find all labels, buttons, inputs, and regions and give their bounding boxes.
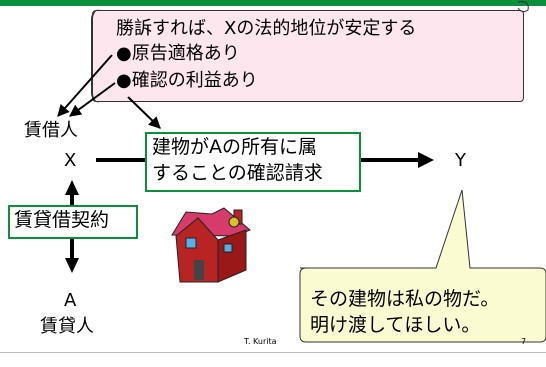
claim-arrowhead <box>418 152 434 168</box>
lessee-label: 賃借人 <box>24 120 78 141</box>
claim-line-2: することの確認請求 <box>152 162 323 184</box>
footer-page-number: 7 <box>521 337 527 346</box>
scroll-curl <box>91 9 107 103</box>
top-accent-bar <box>0 0 546 6</box>
speech-bubble <box>299 189 546 343</box>
claim-line-1: 建物がAの所有に属 <box>152 136 317 158</box>
contract-arrow-up <box>65 180 79 195</box>
arrow-to-claim <box>127 96 161 129</box>
contract-label: 賃貸借契約 <box>14 209 110 231</box>
contract-box <box>8 205 138 239</box>
footer-divider <box>0 352 546 353</box>
scroll-line-1: 勝訴すれば、Xの法的地位が安定する <box>116 18 417 39</box>
arrow-to-lessee-1 <box>57 54 113 117</box>
party-a-label: A <box>64 290 77 311</box>
contract-arrow-down <box>65 258 79 273</box>
claim-box <box>145 132 361 192</box>
party-x-label: X <box>64 150 77 171</box>
bubble-line-2: 明け渡してほしい。 <box>310 314 481 336</box>
scroll-line-3: ●確認の利益あり <box>116 70 258 91</box>
footer-author: T. Kurita <box>244 337 277 346</box>
scroll-curl-right <box>517 1 529 13</box>
bubble-line-1: その建物は私の物だ。 <box>310 288 500 310</box>
arrow-to-lessee-2 <box>69 82 116 117</box>
scroll-line-2: ●原告適格あり <box>116 43 240 64</box>
lessor-label: 賃貸人 <box>40 316 94 337</box>
house-icon <box>171 207 251 283</box>
scroll-note <box>91 9 524 103</box>
party-y-label: Y <box>455 150 466 171</box>
